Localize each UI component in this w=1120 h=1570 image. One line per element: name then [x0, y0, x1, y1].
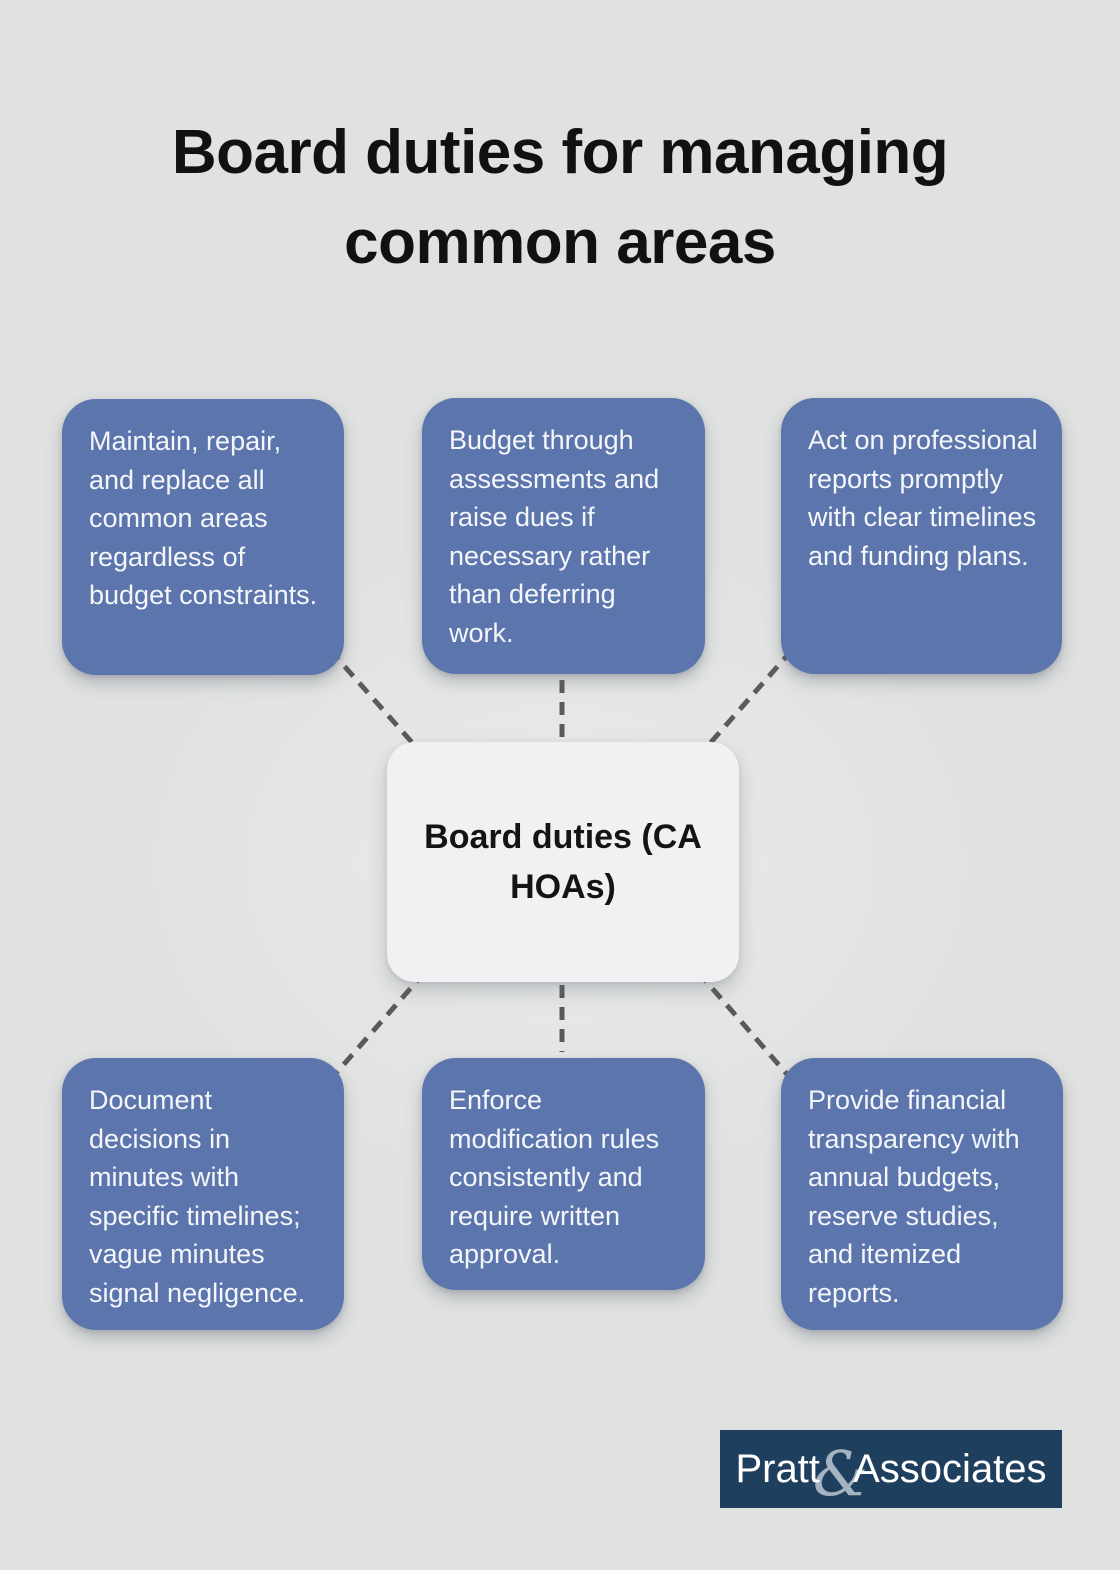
- connector-top-left: [328, 648, 427, 759]
- logo-text-associates: Associates: [853, 1446, 1047, 1491]
- connector-bottom-left: [328, 970, 427, 1082]
- node-text: Provide financial transparency with annu…: [808, 1085, 1020, 1308]
- node-text: Maintain, repair, and replace all common…: [89, 426, 318, 610]
- connector-bottom-right: [696, 970, 794, 1082]
- node-text: Budget through assessments and raise due…: [449, 425, 660, 648]
- node-act-on-reports: Act on professional reports promptly wit…: [781, 398, 1062, 674]
- center-node-label: Board duties (CA HOAs): [424, 818, 702, 906]
- node-text: Document decisions in minutes with speci…: [89, 1085, 306, 1308]
- connector-top-right: [696, 648, 794, 759]
- node-financial-transparency: Provide financial transparency with annu…: [781, 1058, 1063, 1330]
- logo-text-pratt: Pratt: [735, 1446, 820, 1491]
- logo-pratt-associates: Pratt & Associates: [720, 1430, 1062, 1508]
- node-budget-assessments: Budget through assessments and raise due…: [422, 398, 705, 674]
- node-text: Act on professional reports promptly wit…: [808, 425, 1038, 571]
- node-enforce-rules: Enforce modification rules consistently …: [422, 1058, 705, 1290]
- center-node-board-duties: Board duties (CA HOAs): [387, 742, 739, 982]
- node-text: Enforce modification rules consistently …: [449, 1085, 660, 1269]
- node-maintain-repair: Maintain, repair, and replace all common…: [62, 399, 344, 675]
- page-title: Board duties for managing common areas: [171, 118, 949, 277]
- node-document-decisions: Document decisions in minutes with speci…: [62, 1058, 344, 1330]
